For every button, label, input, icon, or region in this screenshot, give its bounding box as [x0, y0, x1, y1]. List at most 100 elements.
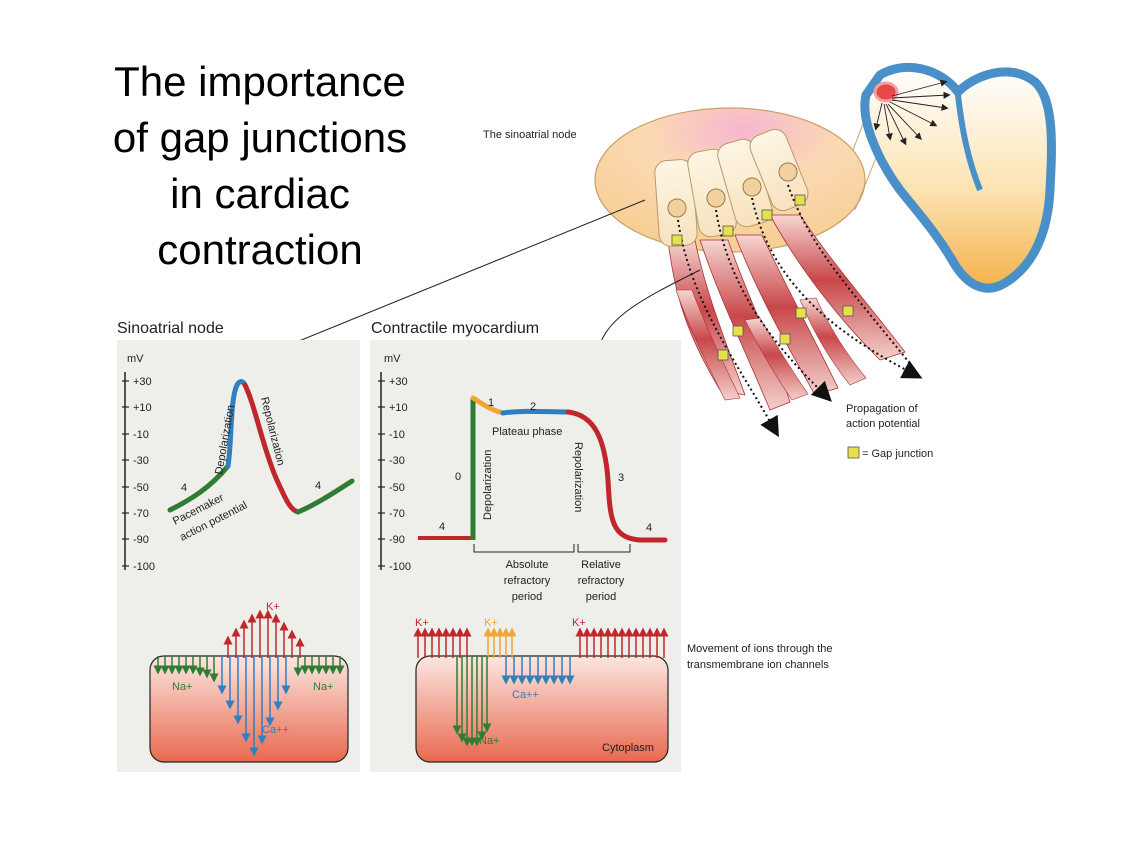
sa-node-illustration: The sinoatrial node Propagation of actio…: [483, 84, 933, 460]
cm-ca-label: Ca++: [512, 689, 539, 701]
cell-nucleus: [742, 177, 762, 197]
relative-refractory-bracket: [577, 544, 631, 553]
absolute-refractory-label: Absolute: [506, 559, 549, 571]
gap-junction: [722, 225, 734, 237]
pacemaker-cells: [654, 128, 809, 247]
cell-nucleus: [706, 188, 726, 208]
absolute-refractory-label: period: [512, 591, 543, 603]
fiber: [734, 234, 839, 396]
tick-label: -90: [389, 534, 405, 546]
sa-na-arrows: [153, 656, 345, 683]
heart-illustration: [860, 63, 1056, 293]
cm-phase4-left-label: 4: [439, 521, 445, 533]
cm-phase1: [470, 395, 506, 416]
ion-movement-note: Movement of ions through the: [687, 643, 833, 655]
sa-k-label: K+: [266, 601, 280, 613]
ion-movement-note: transmembrane ion channels: [687, 659, 829, 671]
cell-nucleus: [778, 162, 798, 182]
sa-phase-left: 4: [181, 482, 187, 494]
gap-junction-legend-swatch: [847, 446, 860, 459]
cm-k-arrows-orange: [483, 627, 517, 658]
cm-ticks: [378, 380, 385, 567]
sa-phase4-curve: [167, 463, 231, 513]
title-line: in cardiac: [170, 170, 350, 217]
sa-depolarization-curve: [225, 379, 248, 469]
gap-junction: [795, 307, 807, 319]
relative-refractory-label: Relative: [581, 559, 621, 571]
gap-junction: [717, 349, 729, 361]
heart-septum: [955, 94, 983, 192]
cell-nucleus: [667, 198, 687, 218]
tick-label: -100: [133, 561, 155, 573]
tick-label: -90: [133, 534, 149, 546]
gap-junction: [671, 234, 683, 246]
relative-refractory-label: refractory: [578, 575, 625, 587]
gap-junction: [732, 325, 744, 337]
cm-tick-labels: +30 +10 -10 -30 -50 -70 -90 -100: [389, 376, 411, 573]
sa-panel: Sinoatrial node mV +30 +10 -10 -30 -50 -…: [117, 320, 360, 772]
sa-node-spot: [873, 81, 899, 103]
cm-na-arrows: [452, 656, 492, 747]
heart-conduction-arrows: [873, 79, 951, 146]
sa-ca-label: Ca++: [262, 724, 289, 736]
fiber-branch: [799, 297, 867, 386]
title-line: The importance: [114, 58, 406, 105]
gap-junction: [779, 333, 791, 345]
tick-label: -50: [389, 482, 405, 494]
myocardial-fibers: [667, 214, 906, 411]
cm-phase4-right-label: 4: [646, 522, 652, 534]
cm-plateau-label: Plateau phase: [492, 426, 562, 438]
sa-na-label-left: Na+: [172, 681, 193, 693]
fiber: [769, 214, 906, 361]
connector-arrow: [237, 199, 646, 367]
cm-ca-arrows: [501, 656, 575, 685]
tick-label: +30: [133, 376, 152, 388]
title-line: of gap junctions: [112, 114, 408, 161]
tick-label: -30: [133, 455, 149, 467]
sa-k-arrows: [223, 609, 305, 658]
gap-junction: [761, 209, 773, 221]
propagation-arrow: [677, 219, 779, 438]
propagation-paths: [677, 184, 923, 438]
gap-junction-legend-label: = Gap junction: [862, 448, 933, 460]
relative-refractory-label: period: [586, 591, 617, 603]
title-line: contraction: [157, 226, 363, 273]
fiber-branch: [744, 317, 809, 401]
propagation-label: action potential: [846, 418, 920, 430]
gap-junction: [842, 305, 854, 317]
cm-k-arrows-left: [413, 627, 472, 658]
tick-label: +10: [133, 402, 152, 414]
absolute-refractory-bracket: [473, 544, 575, 553]
cm-cytoplasm-label: Cytoplasm: [602, 742, 654, 754]
sa-cell: [149, 655, 349, 763]
sa-na-label-right: Na+: [313, 681, 334, 693]
fiber-branch: [675, 289, 741, 401]
sa-node-label: The sinoatrial node: [483, 129, 577, 141]
cm-na-label: Na+: [479, 735, 500, 747]
cm-unit-label: mV: [384, 353, 401, 365]
cm-phase2-label: 2: [530, 401, 536, 413]
tick-label: -70: [389, 508, 405, 520]
tick-label: -30: [389, 455, 405, 467]
propagation-arrow: [751, 197, 923, 379]
gap-junction: [794, 194, 806, 206]
sa-tick-labels: +30 +10 -10 -30 -50 -70 -90 -100: [133, 376, 155, 573]
tick-label: +10: [389, 402, 408, 414]
tick-label: -100: [389, 561, 411, 573]
cm-k-label-2: K+: [484, 617, 498, 629]
sa-phase-right: 4: [315, 480, 321, 492]
slide-title: The importance of gap junctions in cardi…: [70, 54, 450, 278]
cm-panel: Contractile myocardium mV +30 +10 -10 -3…: [370, 320, 681, 772]
tick-label: -70: [133, 508, 149, 520]
sa-ticks: [122, 380, 129, 567]
tick-label: -50: [133, 482, 149, 494]
cm-phase1-label: 1: [488, 397, 494, 409]
gap-junctions: [671, 194, 854, 361]
sa-unit-label: mV: [127, 353, 144, 365]
cm-k-label-3: K+: [572, 617, 586, 629]
propagation-arrow: [787, 184, 916, 371]
heart-outline: [860, 63, 1056, 293]
cm-repolarization-label: Repolarization: [572, 442, 584, 512]
